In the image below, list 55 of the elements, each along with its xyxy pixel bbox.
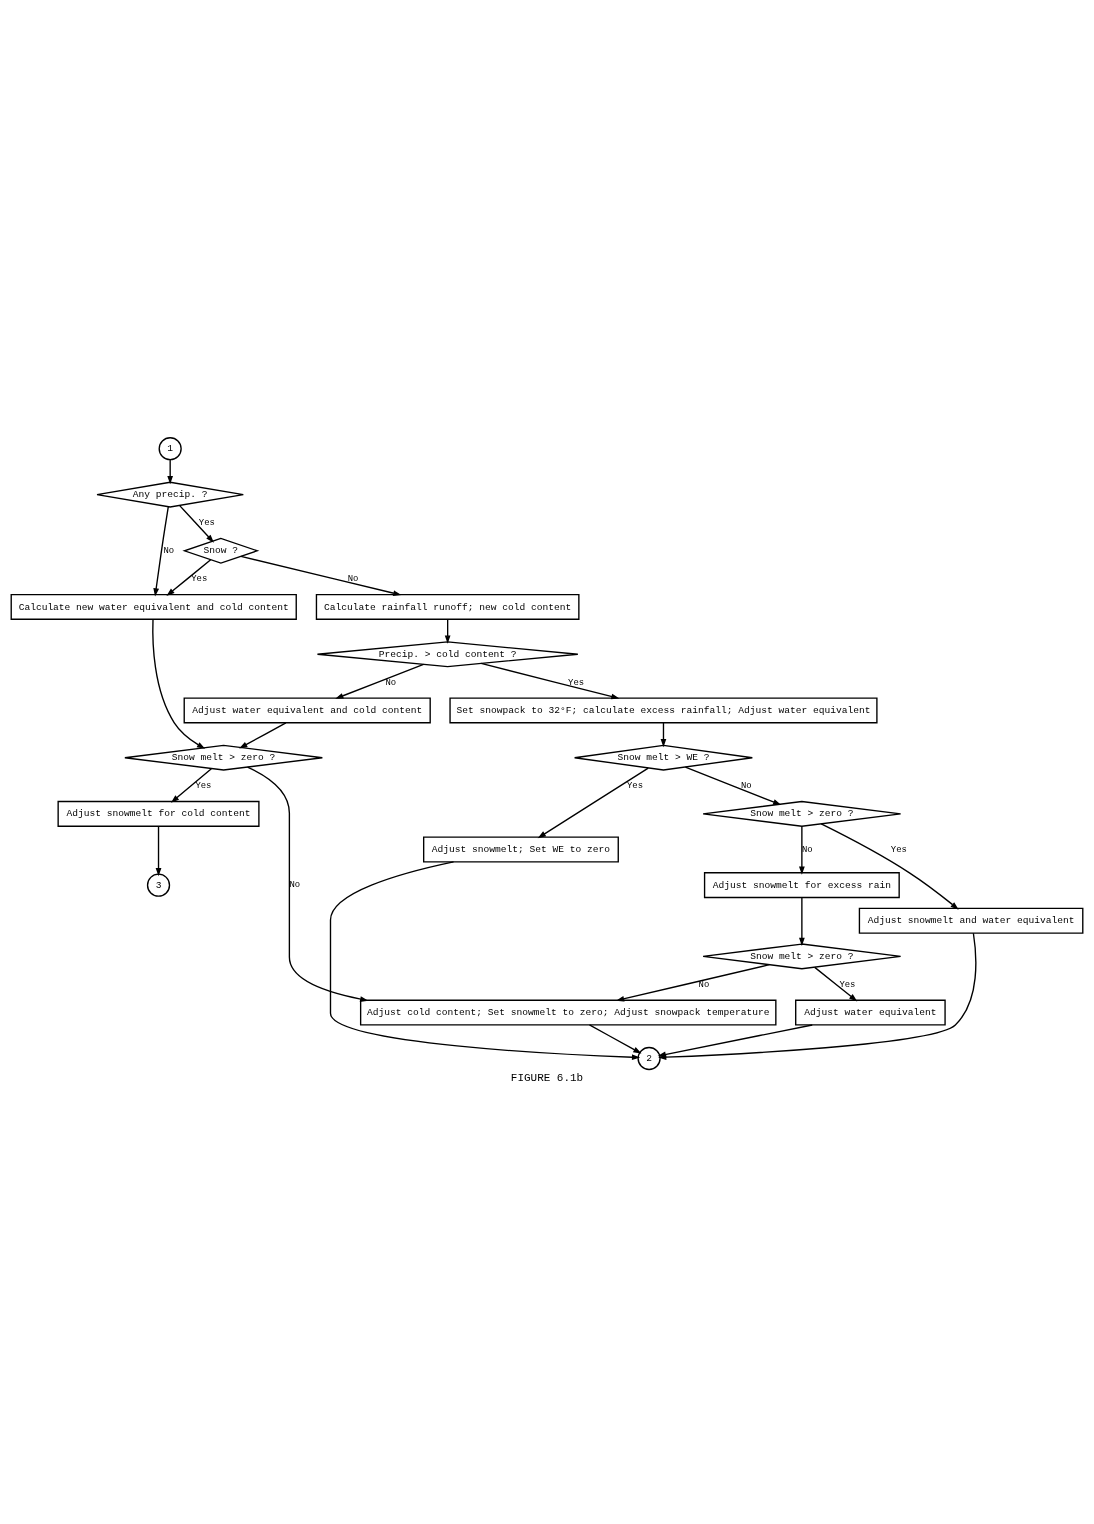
edge-label: No xyxy=(385,677,397,688)
edge-label: No xyxy=(289,879,301,890)
arrow xyxy=(684,765,782,805)
arrow xyxy=(170,767,213,803)
node-box: Calculate rainfall runoff; new cold content xyxy=(315,593,580,620)
node-diamond: Snow melt > zero ? xyxy=(702,942,902,969)
arrow xyxy=(167,458,174,484)
arrow xyxy=(799,825,805,875)
node-diamond: Precip. > cold content ? xyxy=(316,640,579,667)
edge-label: Yes xyxy=(191,573,208,584)
node-circle: 2 xyxy=(637,1046,661,1070)
arrow xyxy=(588,1023,642,1054)
node-diamond: Snow ? xyxy=(182,537,260,564)
arrow xyxy=(335,663,425,699)
arrow xyxy=(155,825,162,876)
edge-label: Yes xyxy=(198,517,215,528)
arrow xyxy=(615,963,771,1002)
edge-label: Yes xyxy=(627,780,644,791)
node-diamond: Snow melt > WE ? xyxy=(573,744,754,771)
arrow xyxy=(240,555,402,596)
node-box: Adjust snowmelt and water equivalent xyxy=(858,907,1084,934)
node-box: Adjust snowmelt for cold content xyxy=(57,800,260,827)
arrow xyxy=(657,1023,813,1057)
edge-label: No xyxy=(163,545,175,556)
caption: FIGURE 6.1b xyxy=(510,1071,584,1084)
node-box: Adjust water equivalent and cold content xyxy=(183,696,431,723)
edge-label: Yes xyxy=(890,844,907,855)
edge-label: No xyxy=(698,979,710,990)
edge-label: Yes xyxy=(568,677,585,688)
arrow xyxy=(814,966,858,1001)
edge-label: Yes xyxy=(195,780,212,791)
node-box: Adjust cold content; Set snowmelt to zero; Adjust snowpack temperature xyxy=(359,999,777,1026)
arrow xyxy=(239,721,287,748)
node-diamond: Snow melt > zero ? xyxy=(124,744,324,771)
arrow xyxy=(799,896,805,946)
arrow xyxy=(480,662,620,699)
node-box: Adjust water equivalent xyxy=(795,999,946,1026)
node-diamond: Any precip. ? xyxy=(96,481,244,508)
node-box: Adjust snowmelt; Set WE to zero xyxy=(423,836,619,863)
edge-label: No xyxy=(741,780,752,791)
node-box: Adjust snowmelt for excess rain xyxy=(703,871,900,898)
arrow xyxy=(537,766,649,838)
node-box: Calculate new water equivalent and cold content xyxy=(10,593,297,620)
node-circle: 3 xyxy=(146,873,171,897)
edge-label: Yes xyxy=(839,979,856,990)
arrow xyxy=(153,505,169,597)
edge-label: No xyxy=(347,573,359,584)
arrow xyxy=(166,558,212,596)
arrow xyxy=(152,618,206,749)
arrow xyxy=(329,860,641,1060)
arrow xyxy=(179,504,214,543)
node-circle: 1 xyxy=(158,436,182,460)
arrow xyxy=(820,822,959,910)
node-box: Set snowpack to 32°F; calculate excess rainfall; Adjust water equivalent xyxy=(449,696,878,723)
arrow xyxy=(246,765,369,1002)
